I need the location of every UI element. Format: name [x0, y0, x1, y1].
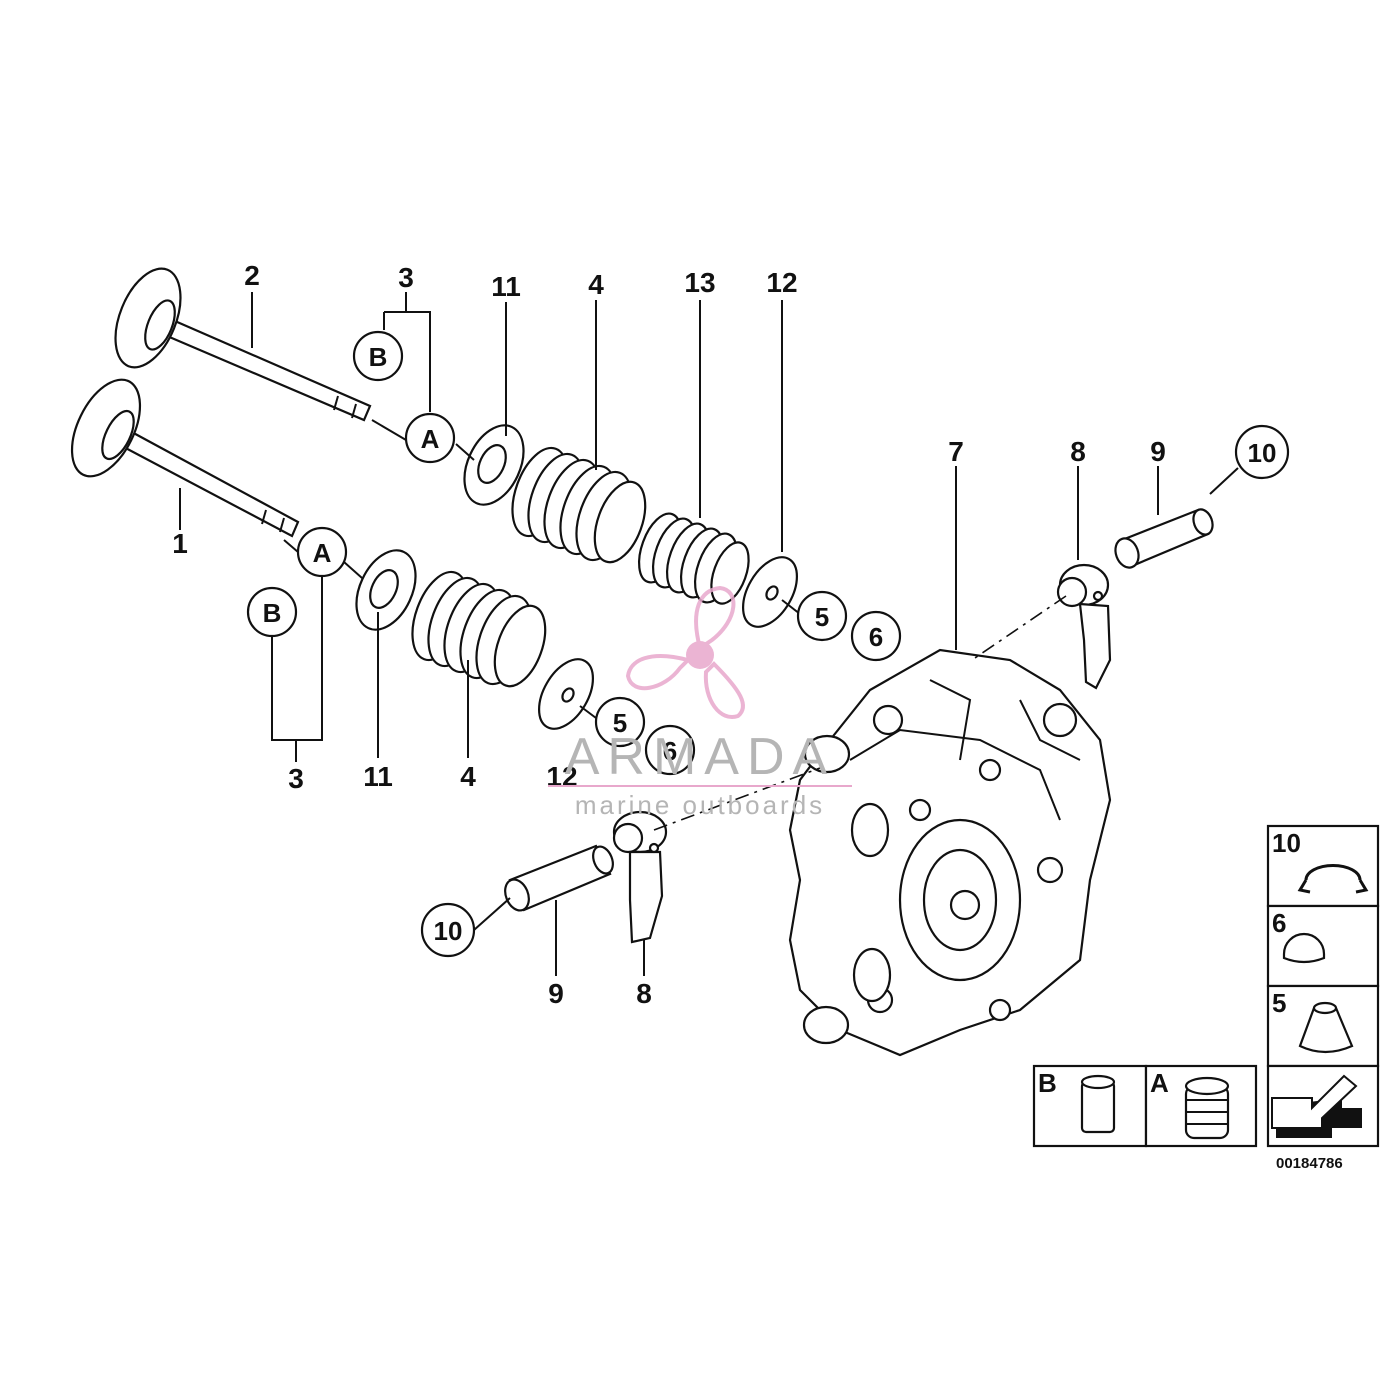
callout-11-top: 11: [491, 271, 521, 302]
valve-spring-4-lower: [411, 570, 547, 688]
valve-stem-seal-icon: [1184, 1076, 1230, 1140]
cone-icon: [1298, 1001, 1354, 1054]
callout-3-bottom: 3: [288, 763, 304, 794]
axis-line-lower: [653, 767, 821, 831]
legend-label-6: 6: [1272, 908, 1286, 938]
callout-10-bottom: 10: [434, 916, 463, 946]
spring-retainer-12-upper: [741, 556, 799, 628]
diagram-id: 00184786: [1276, 1155, 1343, 1172]
rocker-arm-8-lower: [612, 810, 668, 944]
arrow-icon: [1271, 1074, 1362, 1138]
rocker-pin-9-upper: [1114, 508, 1214, 569]
watermark-brand: ARMADA: [565, 728, 835, 786]
rocker-pin-9-lower: [504, 844, 614, 912]
valve-seal-11-upper: [463, 424, 525, 506]
valve-seal-11-lower: [355, 549, 417, 631]
ref-a-top: A: [421, 424, 440, 454]
callout-6-bottom: 6: [663, 736, 677, 766]
callout-2: 2: [244, 260, 260, 291]
axis-line-upper: [971, 595, 1067, 661]
leader-lines: [179, 292, 1239, 976]
circlip-icon: [1297, 863, 1369, 894]
legend-label-a: A: [1150, 1068, 1169, 1098]
cylinder-head-7: [788, 648, 1112, 1057]
valve-spring-13: [637, 512, 750, 605]
ref-a-bottom: A: [313, 538, 332, 568]
legend-label-5: 5: [1272, 988, 1286, 1018]
ref-b-top: B: [369, 342, 388, 372]
callout-1: 1: [172, 528, 188, 559]
valve-2: [114, 267, 372, 422]
callout-4-bottom: 4: [460, 761, 476, 792]
legend-label-10: 10: [1272, 828, 1301, 858]
cap-icon: [1282, 932, 1326, 964]
valve-guide-icon: [1080, 1074, 1116, 1134]
valve-spring-4-upper: [511, 446, 647, 564]
propeller-logo-icon: [625, 585, 745, 719]
callout-3-top: 3: [398, 262, 414, 293]
legend-label-b: B: [1038, 1068, 1057, 1098]
callout-8-top: 8: [1070, 436, 1086, 467]
callout-13: 13: [684, 267, 715, 298]
callout-11-bottom: 11: [363, 761, 393, 792]
ref-b-bottom: B: [263, 598, 282, 628]
callout-9-top: 9: [1150, 436, 1166, 467]
callout-9-bottom: 9: [548, 978, 564, 1009]
callout-6-top: 6: [869, 622, 883, 652]
callout-5-top: 5: [815, 602, 829, 632]
rocker-arm-8-upper: [1056, 563, 1112, 690]
callout-8-bottom: 8: [636, 978, 652, 1009]
spring-retainer-12-lower: [537, 658, 595, 730]
callout-10-top: 10: [1248, 438, 1277, 468]
callout-5-bottom: 5: [613, 708, 627, 738]
callout-4-top: 4: [588, 269, 604, 300]
watermark: ARMADA marine outboards: [548, 585, 852, 820]
callout-12-top: 12: [766, 267, 797, 298]
valve-1: [70, 378, 300, 538]
callout-7: 7: [948, 436, 964, 467]
circled-callouts: [246, 330, 1290, 958]
watermark-tagline: marine outboards: [575, 790, 825, 820]
